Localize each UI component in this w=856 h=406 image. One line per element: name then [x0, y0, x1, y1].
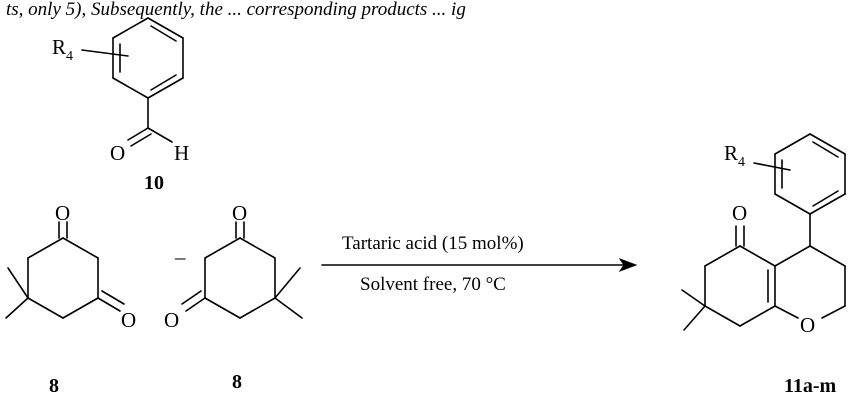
bond — [753, 162, 791, 171]
bond — [62, 297, 99, 319]
bond — [739, 245, 776, 267]
bond — [274, 297, 303, 319]
header-text: ts, only 5), Subsequently, the ... corre… — [6, 0, 466, 20]
bond — [812, 141, 839, 158]
bond — [7, 267, 29, 299]
dione-left-structure — [5, 221, 125, 319]
condition-catalyst: Tartaric acid (15 mol%) — [342, 233, 524, 254]
bond — [101, 290, 125, 305]
bond — [704, 245, 741, 267]
bond — [774, 305, 799, 319]
compound-label-10: 10 — [144, 172, 164, 194]
bond — [127, 127, 149, 141]
product-carbonyl-oxygen: O — [732, 201, 747, 225]
aldehyde-hydrogen-label: H — [174, 141, 189, 165]
product-ring-oxygen: O — [800, 313, 815, 337]
bond — [97, 297, 121, 312]
bond — [150, 74, 177, 91]
bond — [681, 289, 706, 307]
bond — [147, 17, 184, 39]
product-r4-label: R4 — [724, 141, 745, 170]
bond — [150, 25, 177, 42]
dione-right-oxygen-top: O — [232, 201, 247, 225]
compound-label-11: 11a-m — [784, 375, 837, 397]
r4-label: R4 — [52, 35, 73, 64]
dione-left-oxygen-top: O — [55, 201, 70, 225]
bond — [774, 133, 811, 155]
bond — [774, 245, 811, 267]
bond — [185, 297, 206, 312]
bond — [774, 193, 811, 215]
aldehyde-oxygen-label: O — [110, 141, 125, 165]
separator-dash: – — [174, 245, 186, 269]
bond — [274, 267, 301, 299]
bond — [147, 77, 184, 99]
bond — [809, 245, 846, 267]
bond — [239, 237, 276, 259]
bond — [112, 77, 149, 99]
bond — [739, 305, 776, 327]
bond — [5, 297, 29, 319]
reaction-arrow-head — [618, 257, 638, 273]
bond — [81, 49, 129, 57]
bond — [683, 305, 706, 331]
bond — [204, 237, 241, 259]
bond — [821, 305, 846, 319]
bond — [62, 237, 99, 259]
bond — [130, 133, 152, 147]
bond — [704, 305, 741, 327]
product-structure — [681, 133, 846, 331]
bond — [181, 290, 202, 305]
bond — [809, 193, 846, 215]
compound-label-8-left: 8 — [49, 375, 59, 397]
bond — [27, 297, 64, 319]
dione-left-oxygen-bottom: O — [121, 308, 136, 332]
bond — [239, 297, 276, 319]
bond — [147, 127, 173, 143]
dione-right-oxygen-bottom: O — [164, 308, 179, 332]
bond — [812, 190, 839, 207]
bond — [204, 297, 241, 319]
bond — [809, 133, 846, 155]
dione-right-structure — [181, 221, 303, 319]
bond — [112, 17, 149, 39]
aldehyde-structure — [81, 17, 184, 147]
compound-label-8-right: 8 — [232, 371, 242, 393]
bond — [27, 237, 64, 259]
condition-medium: Solvent free, 70 °C — [360, 274, 506, 295]
